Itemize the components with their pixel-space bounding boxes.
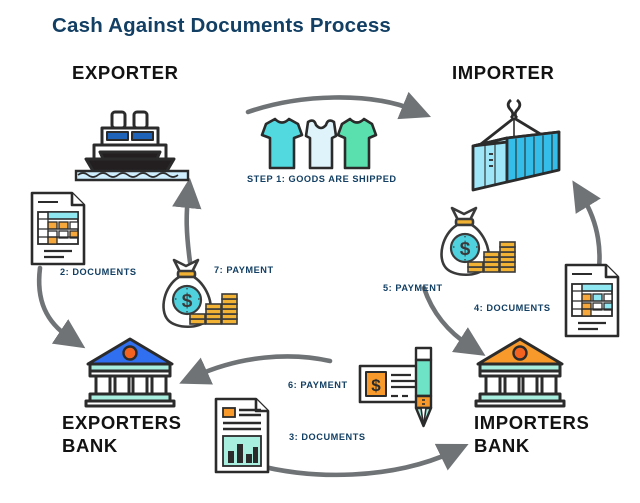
step7-label: 7: PAYMENT [214,265,274,275]
cheque-amount-box [365,371,387,397]
importer-label: IMPORTER [452,62,555,83]
tshirts-goods-icon [260,117,378,170]
bank-pediment-emblem [512,345,528,361]
step6-label: 6: PAYMENT [288,380,348,390]
bank-building-icon [84,337,176,408]
bank-pediment-emblem [122,345,138,361]
page-title: Cash Against Documents Process [52,14,392,37]
water-line [74,169,190,182]
coin-stacks-icon [189,293,238,325]
cargo-ship-icon [74,110,190,182]
arrow-step5 [421,285,486,356]
exporters-bank-label-line1: EXPORTERS [62,412,182,433]
spreadsheet-document-icon [30,191,86,266]
importers-bank-label-line2: BANK [474,435,530,456]
money-bag-coins-icon: $ [162,258,238,329]
money-bag-coins-icon: $ [440,206,516,277]
svg-text:$: $ [182,291,193,312]
step5-label: 5: PAYMENT [383,283,443,293]
cheque-pen-icon: $ [358,346,433,428]
importers-bank-label-line1: IMPORTERS [474,412,590,433]
arrow-step1 [245,91,432,120]
arrow-step2 [36,265,86,349]
step3-label: 3: DOCUMENTS [289,432,366,442]
spreadsheet-document-icon [564,263,620,338]
svg-text:$: $ [460,239,471,260]
dollar-badge-icon [449,232,481,264]
bank-building-icon [474,337,566,408]
step4-label: 4: DOCUMENTS [474,303,551,313]
pen-icon [414,346,433,428]
cheque-lines [391,373,415,398]
shipping-container-icon [471,98,561,192]
report-bar-chart-icon [222,435,262,467]
step2-label: 2: DOCUMENTS [60,267,137,277]
arrow-step6 [179,354,333,385]
arrow-step7 [172,177,202,265]
container-door-latch-icon [489,153,493,167]
exporter-label: EXPORTER [72,62,179,83]
arrow-step3 [240,443,469,478]
coin-stacks-icon [467,241,516,273]
step1-label: STEP 1: GOODS ARE SHIPPED [247,174,397,184]
exporters-bank-label-line2: BANK [62,435,118,456]
report-document-icon [214,397,270,474]
svg-text:$: $ [371,376,381,395]
report-thumbnail [222,407,236,418]
dollar-badge-icon [171,284,203,316]
